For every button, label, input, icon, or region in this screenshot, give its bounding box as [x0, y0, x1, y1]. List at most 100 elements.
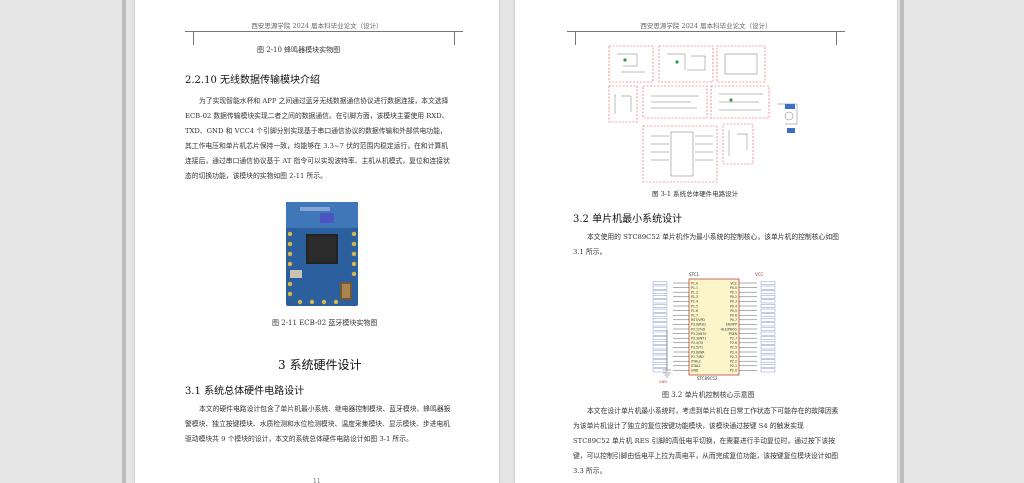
- net-label-left: [652, 331, 668, 336]
- viewer-background-right: [900, 0, 1024, 483]
- net-label-left: [652, 359, 668, 363]
- net-label-left: [652, 299, 668, 304]
- chip-pin-label-right: PSEN: [729, 332, 738, 336]
- chip-pin-label-right: P0.5: [730, 309, 737, 313]
- paragraph-reset-button: 本文在设计单片机最小系统时，考虑到单片机在日常工作状态下可能存在的故障因素为该单…: [573, 407, 839, 475]
- net-label-left: [652, 318, 668, 322]
- chip-body: [688, 278, 740, 376]
- paragraph-3-2: 本文使用的 STC89C52 单片机作为最小系统的控制核心，该单片机的控制核心如…: [573, 233, 839, 256]
- chip-pin-label-left: P1.2: [691, 291, 698, 295]
- net-label-left: [652, 313, 668, 317]
- chip-pin-label-right: P2.2: [730, 360, 737, 364]
- chip-pin-label-right: EA/VPP: [726, 323, 737, 327]
- net-label-left: [652, 345, 668, 350]
- running-header-right: 西安思源学院 2024 届本科毕业论文（设计）: [640, 22, 772, 30]
- net-label-left: [652, 281, 668, 285]
- chip-pin-label-left: P1.6: [691, 309, 698, 313]
- net-label-left: [652, 290, 668, 294]
- viewer-background-left: [0, 0, 130, 483]
- ecb02-module-photo: [286, 202, 358, 306]
- chip-pin-label-left: P3.1/TxD: [691, 327, 706, 331]
- net-label-right: [760, 290, 776, 294]
- net-label-left: [652, 295, 668, 299]
- net-label-left: [652, 336, 668, 340]
- chip-pin-label-right: P0.4: [730, 304, 737, 308]
- net-label-right: [760, 341, 776, 345]
- net-label-left: [652, 327, 668, 331]
- chip-pin-label-right: P2.5: [730, 346, 737, 350]
- net-label-right: [760, 327, 776, 331]
- net-label-right: [760, 304, 776, 308]
- section-2-2-10-title: 2.2.10 无线数据传输模块介绍: [185, 75, 320, 86]
- chip-pin-label-right: P0.7: [730, 318, 737, 322]
- chip-name-label: STC89C52: [697, 376, 718, 381]
- chip-pin-label-right: P2.4: [730, 350, 737, 354]
- net-label-right: [760, 285, 776, 290]
- chip-pin-label-right: P2.3: [730, 355, 737, 359]
- net-label-left: [652, 364, 668, 368]
- net-label-left: [652, 350, 668, 354]
- chip-pin-label-left: P3.0/RxD: [691, 323, 706, 327]
- net-label-right: [760, 318, 776, 322]
- net-label-right: [760, 295, 776, 299]
- fig-2-11-caption: 图 2-11 ECB-02 蓝牙模块实物图: [272, 319, 378, 327]
- running-header: 西安思源学院 2024 届本科毕业论文（设计）: [251, 22, 383, 30]
- fig-3-1-caption: 图 3-1 系统总体硬件电路设计: [652, 190, 739, 198]
- paragraph-wireless-module: 为了实现智能水杯和 APP 之间通过蓝牙无线数据通信协议进行数据连接，本文选择 …: [185, 97, 450, 180]
- net-label-right: [760, 350, 776, 354]
- net-label-left: [652, 368, 668, 373]
- fig-3-2-caption: 图 3.2 单片机控制核心示意图: [662, 391, 755, 399]
- chip-pin-label-right: P2.0: [730, 369, 737, 373]
- chip-pin-label-left: GND: [691, 369, 699, 373]
- chip-pin-label-left: P3.4/T0: [691, 341, 703, 345]
- chip-pin-label-right: P2.6: [730, 341, 737, 345]
- chip-pin-label-left: P1.3: [691, 295, 698, 299]
- document-page-left: 西安思源学院 2024 届本科毕业论文（设计） 图 2-10 蜂鸣器模块实物图 …: [135, 0, 499, 483]
- adjacent-page-edge-left: [122, 0, 126, 483]
- vcc-label: VCC: [755, 272, 764, 277]
- net-label-right: [760, 336, 776, 340]
- net-label-right: [760, 313, 776, 317]
- net-label-right: [760, 322, 776, 327]
- net-label-right: [760, 354, 776, 359]
- header-rule: [185, 31, 463, 45]
- chip-pin-label-left: P1.1: [691, 286, 698, 290]
- section-3-1-title: 3.1 系统总体硬件电路设计: [185, 386, 305, 397]
- net-label-right: [760, 364, 776, 368]
- chip-pin-label-right: VCC: [730, 281, 737, 285]
- chip-pin-label-right: P0.6: [730, 314, 737, 318]
- chip-pin-label-left: RST/VPD: [691, 318, 705, 322]
- paragraph-3-1: 本文的硬件电路设计包含了单片机最小系统、继电器控制模块、蓝牙模块、蜂鸣器报警模块…: [185, 405, 451, 443]
- chip-pin-label-left: P1.4: [691, 300, 698, 304]
- chip-pin-label-right: P2.1: [730, 364, 737, 368]
- net-label-left: [652, 341, 668, 345]
- net-label-right: [760, 345, 776, 350]
- net-label-left: [652, 285, 668, 290]
- net-label-left: [652, 322, 668, 327]
- net-label-left: [652, 308, 668, 313]
- net-label-right: [760, 308, 776, 313]
- chip-pin-label-left: P3.3/INT1: [691, 337, 706, 341]
- chip-ref-label: STC1: [689, 272, 700, 277]
- adjacent-page-edge-right: [900, 0, 904, 483]
- gnd-label: GND: [659, 380, 667, 384]
- chip-pin-label-left: P3.6/WR: [691, 350, 705, 354]
- net-label-left: [652, 304, 668, 308]
- overall-circuit-schematic: [608, 45, 798, 183]
- chip-pin-label-left: P3.2/INT0: [691, 332, 706, 336]
- chip-pin-label-right: P0.0: [730, 286, 737, 290]
- net-label-right: [760, 368, 776, 373]
- net-label-left: [652, 354, 668, 359]
- header-rule-right: [567, 31, 845, 45]
- fig-2-10-caption: 图 2-10 蜂鸣器模块实物图: [257, 46, 341, 54]
- chip-pin-label-right: P0.2: [730, 295, 737, 299]
- net-label-right: [760, 331, 776, 336]
- chip-pin-label-left: P1.0: [691, 281, 698, 285]
- chip-pin-label-left: P3.5/T1: [691, 346, 703, 350]
- chapter-3-title: 3 系统硬件设计: [278, 358, 362, 372]
- chip-pin-label-left: P1.7: [691, 314, 698, 318]
- chip-pin-label-left: XTAL2: [691, 360, 701, 364]
- section-3-2-title: 3.2 单片机最小系统设计: [573, 214, 683, 225]
- chip-pin-label-left: P3.7/RD: [691, 355, 704, 359]
- chip-pin-label-right: P0.1: [730, 291, 737, 295]
